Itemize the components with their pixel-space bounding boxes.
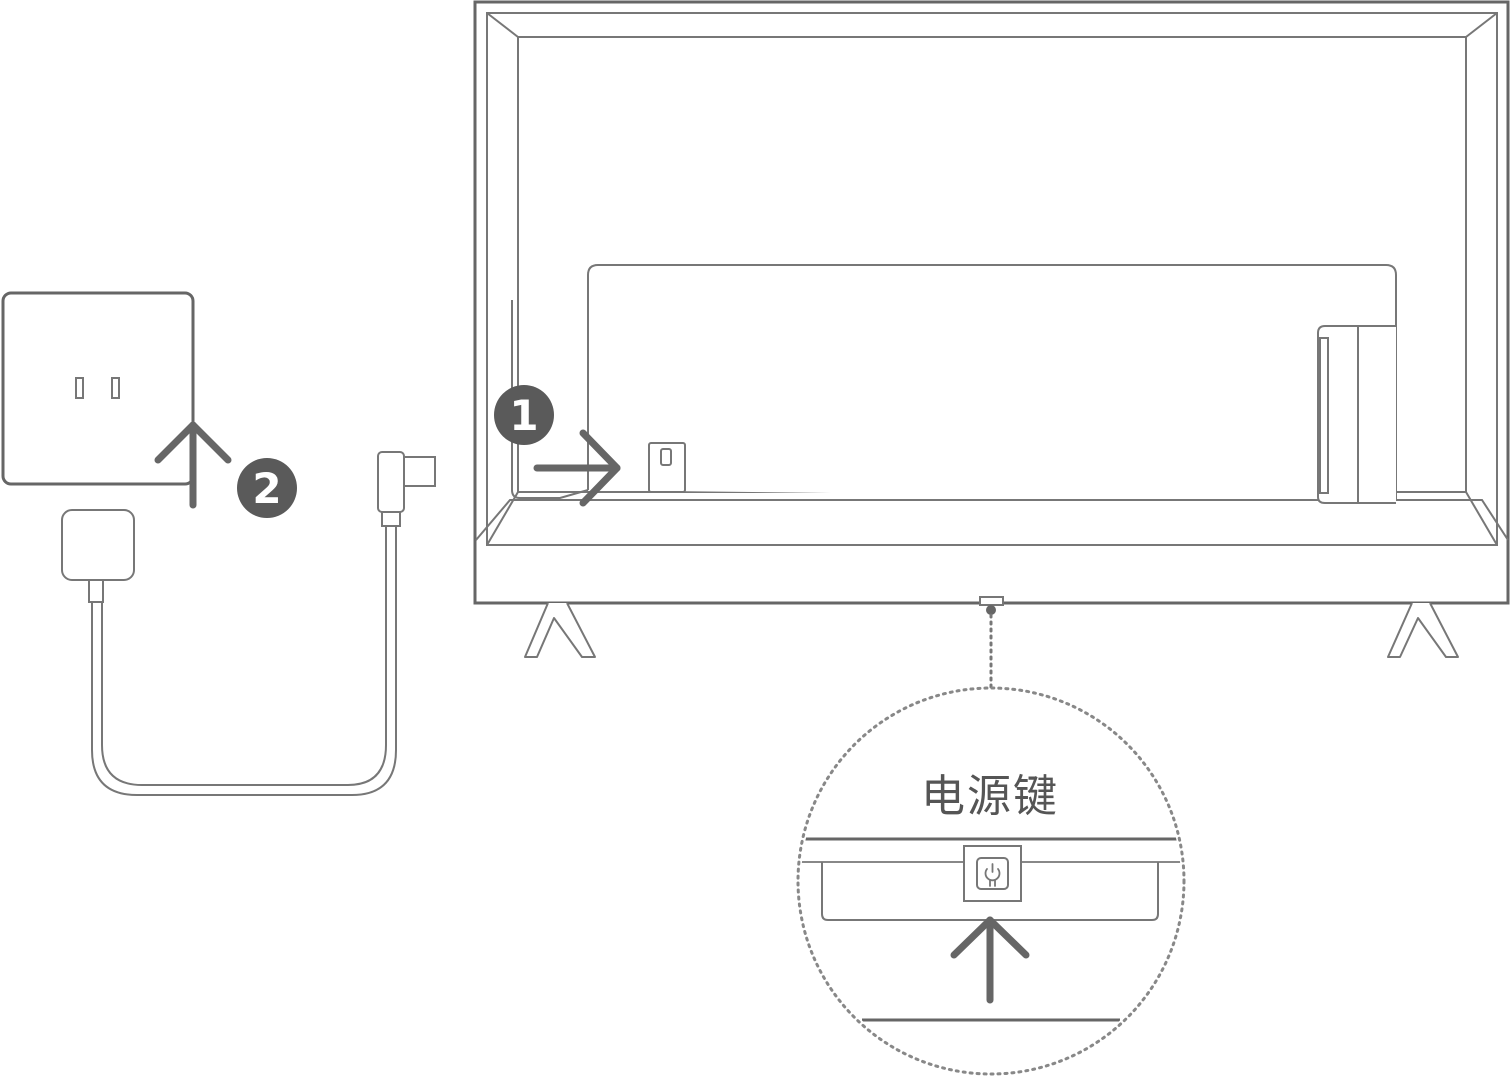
tv-power-button-marker	[979, 596, 1004, 692]
power-button-label: 电源键	[921, 771, 1059, 822]
tv-side-ports-panel	[1317, 325, 1396, 504]
press-button-arrow	[950, 916, 1030, 1004]
socket-slot-right	[111, 377, 120, 399]
power-icon	[984, 863, 1001, 887]
l-shaped-dc-plug	[377, 451, 436, 527]
socket-slot-left	[75, 377, 84, 399]
step-2-number: 2	[252, 464, 281, 513]
step-1-arrow	[533, 429, 621, 507]
tv-stand-right	[1387, 602, 1459, 658]
tv-rear-cover	[511, 264, 1397, 500]
tv-dc-power-port	[648, 442, 686, 493]
power-button	[963, 845, 1022, 902]
step-1-badge: 1	[494, 385, 554, 445]
wall-socket	[1, 291, 195, 486]
tv-stand-left	[524, 602, 596, 658]
power-cable	[91, 526, 397, 796]
step-2-arrow	[154, 421, 232, 509]
power-button-zoom-callout	[796, 686, 1186, 1076]
power-adapter	[61, 509, 135, 603]
step-2-badge: 2	[237, 458, 297, 518]
step-1-number: 1	[509, 391, 538, 440]
